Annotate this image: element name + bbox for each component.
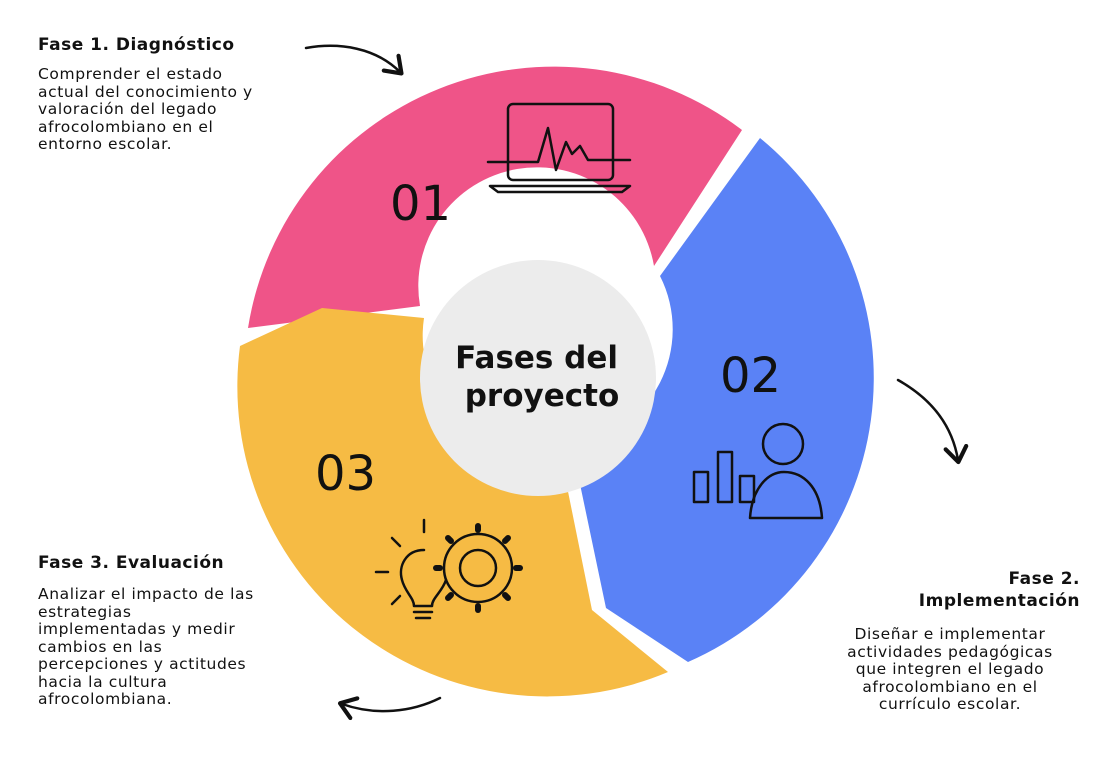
laptop-heartbeat-icon — [486, 102, 632, 194]
phase3-description: Analizar el impacto de las estrategias i… — [38, 585, 254, 708]
phase2-title: Fase 2. Implementación — [918, 569, 1080, 611]
center-circle — [420, 260, 656, 496]
phase2-block: Fase 2. Implementación Diseñar e impleme… — [740, 568, 1080, 714]
phase3-block: Fase 3. Evaluación Analizar el impacto d… — [38, 552, 358, 709]
arrow-to-phase2 — [896, 378, 969, 465]
arrow-to-phase3 — [337, 696, 442, 721]
phase1-segment — [248, 66, 742, 328]
center-title-line2: proyecto — [465, 378, 620, 414]
phase2-description: Diseñar e implementar actividades pedagó… — [847, 625, 1053, 713]
center-title-line1: Fases del — [455, 340, 618, 376]
phase3-segment — [237, 308, 669, 697]
phase3-number: 03 — [315, 446, 376, 502]
phase1-description: Comprender el estado actual del conocimi… — [38, 65, 253, 153]
phase3-title: Fase 3. Evaluación — [38, 553, 225, 573]
lightbulb-gear-icon — [374, 518, 523, 620]
arrow-to-phase1 — [304, 44, 404, 76]
center-title: Fases del proyecto — [455, 340, 629, 414]
user-bar-chart-icon — [692, 422, 824, 520]
phase2-number: 02 — [720, 348, 781, 404]
phase1-block: Fase 1. Diagnóstico Comprender el estado… — [38, 34, 358, 154]
phase1-number: 01 — [390, 176, 451, 232]
phase1-title: Fase 1. Diagnóstico — [38, 35, 235, 55]
phase2-segment — [572, 138, 874, 662]
